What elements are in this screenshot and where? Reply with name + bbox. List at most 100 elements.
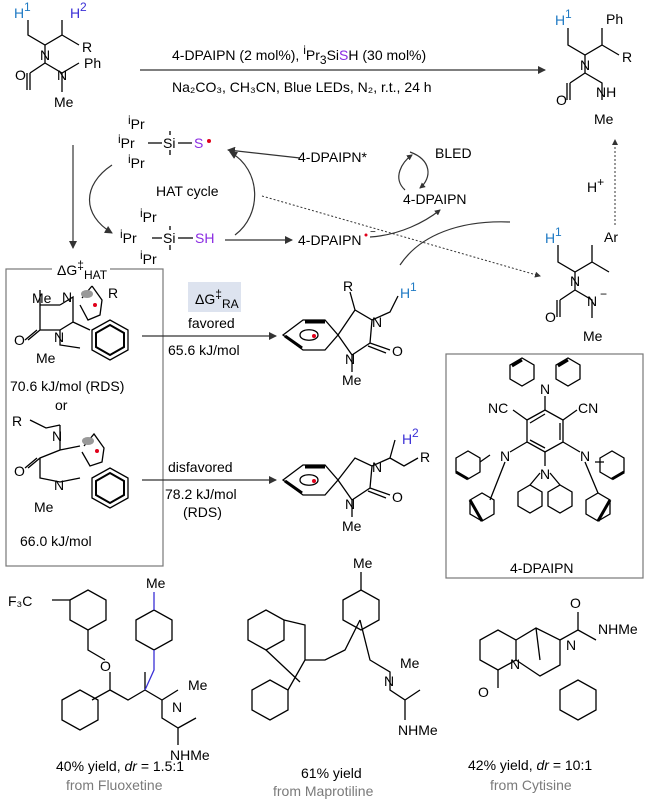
thiol-pr-bottom: iPr (140, 248, 157, 267)
ex1-phenyl-ring (61, 689, 99, 731)
substrate-n2-label: N (57, 67, 67, 83)
spiro1-n-bottom: N (345, 351, 355, 367)
anion-to-ground-arrow (369, 209, 441, 238)
cat-n-right: N (580, 448, 590, 464)
spiro1-h-sup: 1 (410, 280, 417, 294)
substrate-r-label: R (82, 39, 92, 55)
ex1-nhme-label: NHMe (170, 747, 210, 763)
thiyl-radical-dot (207, 139, 211, 143)
substrate-o-label: O (15, 67, 26, 83)
product-nh-label: NH (596, 84, 616, 100)
ts2-energy: 66.0 kJ/mol (20, 533, 92, 549)
ts1-r-label: R (108, 285, 118, 301)
spiro2-h-sup: 2 (412, 426, 419, 440)
cat-n-left: N (500, 448, 510, 464)
cat-phenyl-7 (517, 484, 543, 514)
ex1-o-label: O (100, 658, 111, 674)
thiyl-si-label: Si (163, 135, 175, 151)
cat-cn-right: CN (578, 400, 598, 416)
ex3-n-urea: N (566, 637, 576, 653)
ex1-tolyl-ring (135, 609, 173, 651)
relaxation-arrow (398, 154, 413, 191)
ts2-phenyl-inner (95, 471, 125, 505)
product-h1-label: H (555, 12, 565, 28)
anion-charge-minus: − (600, 287, 607, 301)
example-maprotiline-structure: Me N Me NHMe (247, 555, 438, 738)
example-2-yield: 61% yield (301, 765, 362, 781)
spiro2-r-label: R (420, 449, 430, 465)
example-3-source: from Cytisine (490, 777, 572, 793)
spiro2-radical-dot (312, 479, 316, 483)
substrate-n1-label: N (40, 47, 50, 63)
ts2-n-top: N (52, 428, 62, 444)
thiyl-pr-mid: iPr (118, 132, 135, 151)
thiol-si-label: Si (163, 230, 175, 246)
ex3-o-label: O (478, 684, 489, 700)
product-structure: H 1 Ph R N NH O Me (555, 7, 632, 127)
spiro1-r-label: R (343, 278, 353, 294)
thiyl-formation-arrow (227, 146, 301, 159)
thiol-catalyst: iPr iPr iPr Si SH (120, 206, 214, 267)
photocat-anion-label: 4-DPAIPN (298, 232, 362, 248)
cat-cn-left: NC (488, 400, 508, 416)
hat-header: ΔG‡HAT (57, 258, 108, 282)
substrate-h2-sup: 2 (80, 0, 87, 14)
spiro2-ring (281, 464, 339, 496)
substrate-h2-label: H (70, 5, 80, 21)
ex3-n-ring: N (510, 656, 520, 672)
anion-n2-label: N (587, 293, 597, 309)
electron-transfer-curve (399, 221, 511, 266)
ts1-me-bottom: Me (36, 350, 56, 366)
example-2-source: from Maprotiline (273, 783, 374, 799)
catalyst-4dpaipn-structure: N NC CN N N N (455, 357, 625, 522)
spiro1-radical-dot (312, 334, 316, 338)
ex1-n-label: N (172, 699, 182, 715)
cat-n-bottom: N (540, 466, 550, 482)
blue-led-label: BLED (435, 145, 472, 161)
catalyst-box-label: 4-DPAIPN (510, 560, 574, 576)
hat-ts1: Me N O N Me R (14, 285, 129, 366)
disfavored-energy: 78.2 kJ/mol (165, 486, 237, 502)
example-1-yield: 40% yield, dr = 1.5:1 (56, 758, 184, 774)
spiro1-n-top: N (372, 314, 382, 330)
substrate-me-label: Me (54, 94, 74, 110)
spiro2-n-bottom: N (345, 496, 355, 512)
or-label: or (55, 397, 68, 413)
substrate-h1-sup: 1 (24, 0, 31, 14)
photocat-excited-label: 4-DPAIPN* (298, 149, 368, 165)
ra-header: ΔG‡RA (195, 287, 239, 311)
ex1-me-n: Me (188, 677, 208, 693)
spiro1-o-label: O (392, 343, 403, 359)
cat-phenyl-4 (469, 492, 495, 522)
thiol-sh-label: SH (195, 230, 214, 246)
spiro2-me-label: Me (342, 518, 362, 534)
ex2-n-label: N (384, 673, 394, 689)
product-n-label: N (580, 57, 590, 73)
ra-header-background (188, 282, 241, 312)
substrate-ph-label: Ph (84, 55, 101, 71)
ts1-h-orbital (81, 290, 93, 298)
ex2-me-top: Me (353, 555, 373, 571)
spiro2-h-label: H (402, 431, 412, 447)
ts2-radical-dot (95, 449, 99, 453)
ts2-me-bottom: Me (34, 499, 54, 515)
example-cytisine-structure: O N N O NHMe (478, 595, 638, 721)
product-ph-label: Ph (606, 11, 623, 27)
substrate-structure: H 1 H 2 R N N O Ph Me (14, 0, 101, 110)
ex1-cf3-label: F₃C (8, 593, 32, 609)
ts1-me-top: Me (32, 290, 52, 306)
anion-me-label: Me (583, 328, 603, 344)
anion-charge: − (370, 227, 376, 238)
ex3-o-urea: O (570, 595, 581, 611)
thiyl-s-label: S (194, 135, 203, 151)
hat-ts2: R N O N Me (12, 413, 129, 515)
central-benzene-ring (526, 409, 564, 453)
favored-label: favored (188, 315, 235, 331)
proton-label: H+ (587, 175, 604, 195)
product-me-label: Me (594, 111, 614, 127)
cat-phenyl-1 (509, 357, 535, 387)
ex3-nhme-label: NHMe (598, 621, 638, 637)
ex2-aryl-ring-bottom (251, 679, 289, 721)
ts1-n-bottom: N (54, 329, 64, 345)
